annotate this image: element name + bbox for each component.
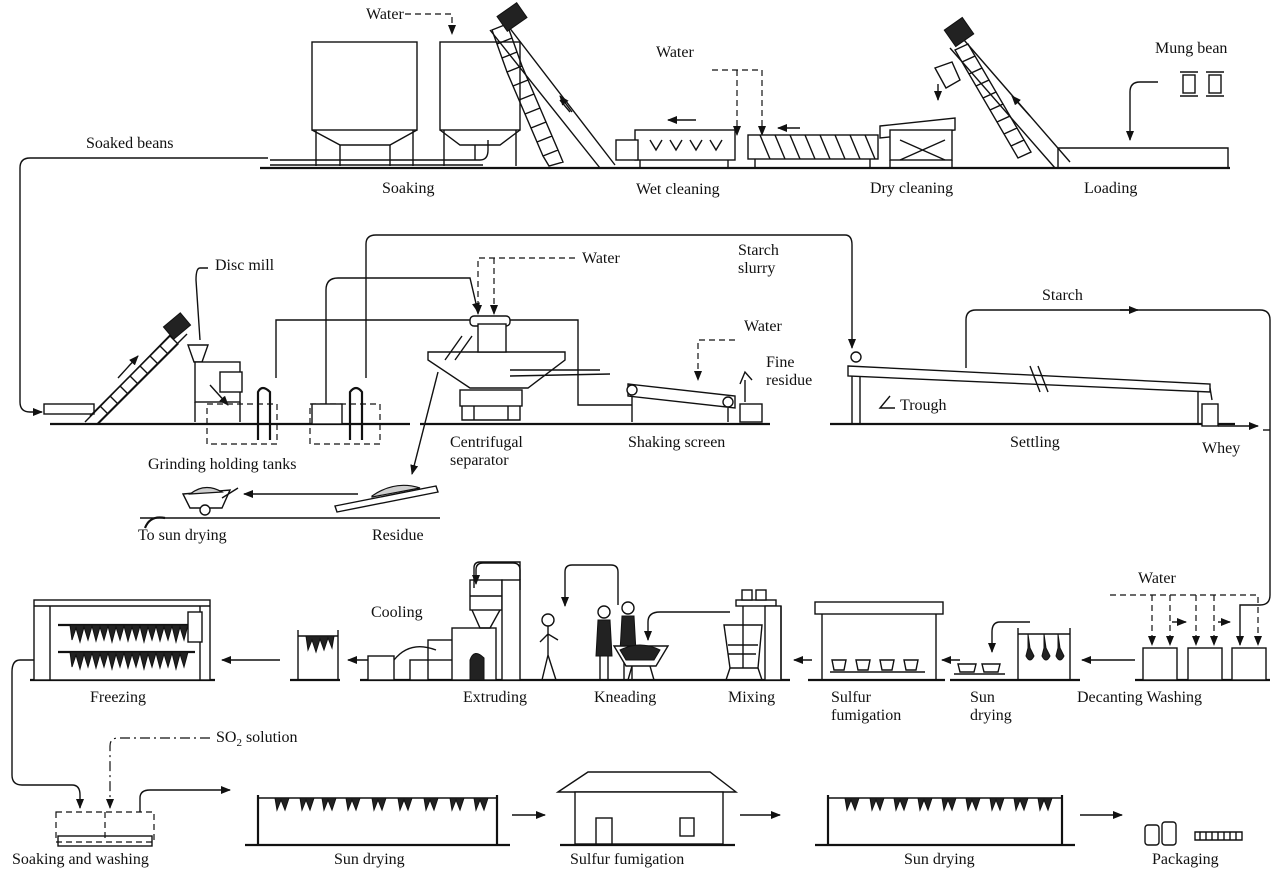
kneading-feed-arrow: [565, 565, 730, 640]
label-to-sun-drying: To sun drying: [138, 527, 227, 545]
so2-suffix: solution: [242, 729, 298, 746]
water-to-cleaning-line: [712, 70, 762, 135]
packaging-items: [1145, 822, 1242, 845]
label-water-soaking: Water: [366, 6, 404, 24]
hanging-rack: [1018, 628, 1070, 680]
mung-bean-arrow: [1130, 82, 1158, 140]
label-sulfur-fumigation-row4: Sulfur fumigation: [570, 851, 684, 869]
freezing-room: [34, 600, 210, 680]
washing-tanks: [1143, 605, 1266, 680]
so2-prefix: SO: [216, 729, 236, 746]
label-water-screen: Water: [744, 318, 782, 336]
label-water-separator: Water: [582, 250, 620, 268]
label-wet-cleaning: Wet cleaning: [636, 181, 720, 199]
feed-conveyor: [44, 313, 191, 424]
dry-cleaning-hopper: [880, 118, 955, 168]
label-sun-drying-1: Sun drying: [334, 851, 405, 869]
soaking-washing-tank: [56, 812, 154, 846]
holding-tank-1: [207, 320, 632, 444]
label-mixing: Mixing: [728, 689, 775, 707]
wet-cleaning-machine: [616, 120, 735, 168]
trough-pointer: [880, 396, 895, 408]
label-packaging: Packaging: [1152, 851, 1219, 869]
fumigation-house: [558, 772, 736, 845]
label-sulfur-fumigation-row3: Sulfur fumigation: [831, 689, 923, 725]
sun-drying-rack-2: [815, 795, 1075, 845]
label-water-cleaning: Water: [656, 44, 694, 62]
label-disc-mill: Disc mill: [215, 257, 274, 275]
label-residue: Residue: [372, 527, 424, 545]
label-so2-solution: SO2 solution: [216, 729, 298, 752]
residue-area: [140, 485, 440, 528]
soaking-to-drying-line: [140, 790, 230, 812]
water-to-soaking-line: [405, 14, 452, 34]
label-sun-drying-row3: Sun drying: [970, 689, 1030, 725]
label-extruding: Extruding: [463, 689, 527, 707]
label-grinding-holding-tanks: Grinding holding tanks: [148, 456, 296, 474]
dry-cleaning-screw: [748, 128, 878, 168]
label-freezing: Freezing: [90, 689, 146, 707]
label-trough: Trough: [900, 397, 947, 415]
kneading-figures: [540, 602, 668, 680]
disc-mill: [188, 268, 242, 422]
label-soaked-beans: Soaked beans: [86, 135, 174, 153]
mung-bean-bags-icon: [1180, 72, 1224, 96]
label-fine-residue: Fine residue: [766, 354, 826, 390]
label-soaking-and-washing: Soaking and washing: [12, 851, 149, 869]
label-whey: Whey: [1202, 440, 1240, 458]
label-kneading: Kneading: [594, 689, 656, 707]
so2-line: [110, 738, 210, 808]
freezing-to-soaking-line: [12, 660, 80, 808]
water-to-washing-line: [1110, 595, 1258, 645]
fumigation-shed: [815, 602, 943, 680]
loading-trough: [1058, 148, 1228, 168]
sun-drying-rack-1: [245, 795, 510, 845]
whey-line: [1218, 380, 1270, 605]
label-water-washing: Water: [1138, 570, 1176, 588]
mixer: [724, 590, 781, 680]
label-dry-cleaning: Dry cleaning: [870, 180, 953, 198]
label-shaking-screen: Shaking screen: [628, 434, 725, 452]
cooling-rack: [298, 630, 338, 680]
label-cooling: Cooling: [371, 604, 423, 622]
label-starch-slurry: Starch slurry: [738, 242, 798, 278]
water-to-separator-line: [478, 258, 575, 314]
bucket-elevator-2: [935, 17, 1070, 168]
label-soaking: Soaking: [382, 180, 434, 198]
label-centrifugal-separator: Centrifugal separator: [450, 434, 540, 470]
label-decanting-washing: Decanting Washing: [1077, 689, 1202, 707]
shaking-screen: [627, 372, 762, 422]
label-settling: Settling: [1010, 434, 1060, 452]
label-starch: Starch: [1042, 287, 1083, 305]
soaking-silos: [270, 42, 520, 166]
label-sun-drying-2: Sun drying: [904, 851, 975, 869]
water-to-screen-line: [698, 340, 735, 380]
starch-line: [966, 310, 1270, 380]
label-loading: Loading: [1084, 180, 1137, 198]
label-mung-bean: Mung bean: [1155, 40, 1227, 58]
